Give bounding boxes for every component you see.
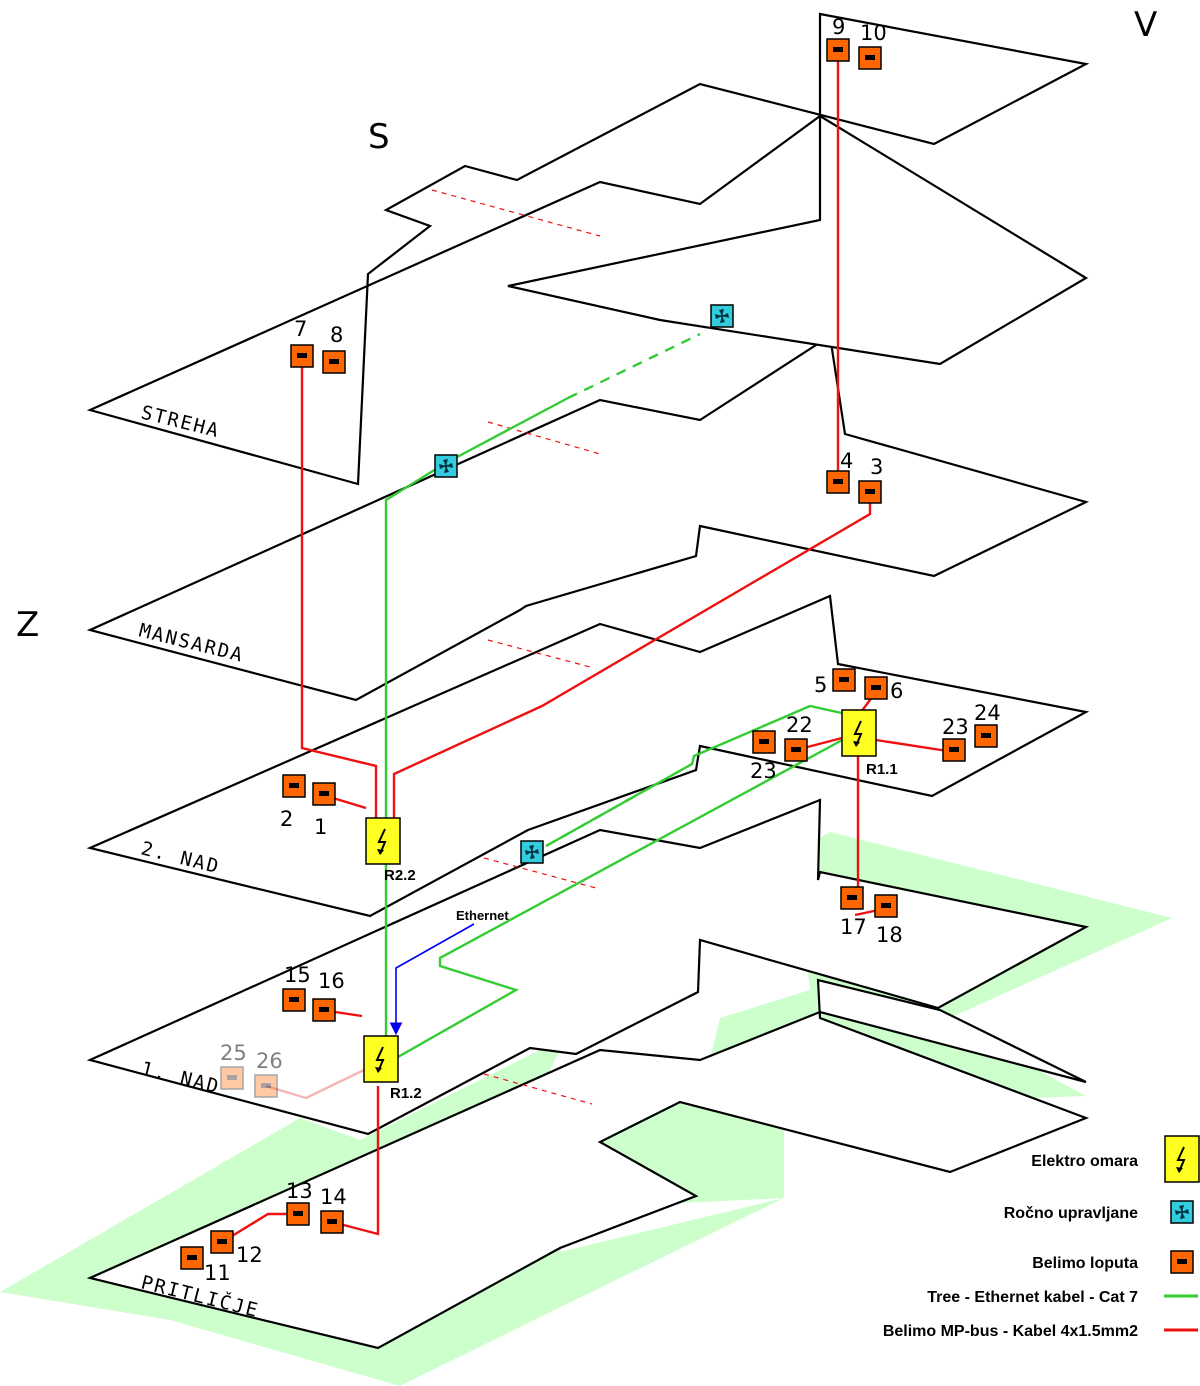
damper-10-icon: [858, 46, 882, 70]
damper-number: 4: [840, 449, 853, 473]
damper-2-icon: [282, 774, 306, 798]
damper-25-icon: [220, 1066, 244, 1090]
damper-number: 25: [220, 1041, 247, 1065]
legend-label-cabinet: Elektro omara: [1031, 1153, 1138, 1170]
ethernet-label: Ethernet: [456, 908, 509, 923]
cabinet-r22-lightning-icon: [365, 817, 401, 865]
fan-markers: [434, 304, 734, 864]
cabinet-label: R1.2: [390, 1085, 422, 1102]
cabinet-label: R1.1: [866, 761, 898, 778]
damper-1-icon: [312, 782, 336, 806]
damper-number: 22: [786, 713, 813, 737]
fan-icon: [520, 840, 544, 864]
damper-8-icon: [322, 350, 346, 374]
damper-18-icon: [874, 894, 898, 918]
damper-22-icon: [784, 738, 808, 762]
compass-north: S: [368, 117, 390, 157]
cabinet-label: R2.2: [384, 867, 416, 884]
fan-icon: [434, 454, 458, 478]
damper-number: 18: [876, 923, 903, 947]
damper-number: 12: [236, 1243, 263, 1267]
damper-15-icon: [282, 988, 306, 1012]
compass-east: V: [1134, 5, 1157, 45]
damper-11-icon: [180, 1246, 204, 1270]
damper-number: 23: [942, 715, 969, 739]
damper-24-icon: [974, 724, 998, 748]
damper-23-icon: [752, 730, 776, 754]
damper-number: 14: [320, 1185, 347, 1209]
damper-number: 7: [294, 317, 307, 341]
damper-4-icon: [826, 470, 850, 494]
damper-number: 3: [870, 455, 883, 479]
legend-label-mpbus: Belimo MP-bus - Kabel 4x1.5mm2: [883, 1323, 1138, 1340]
damper-3-icon: [858, 480, 882, 504]
legend-lightning-icon: [1164, 1135, 1200, 1183]
damper-number: 5: [814, 673, 827, 697]
cabinet-markers: R2.2R1.2 R1.1: [363, 709, 898, 1102]
damper-number: 23: [750, 759, 777, 783]
damper-17-icon: [840, 886, 864, 910]
damper-14-icon: [320, 1210, 344, 1234]
damper-number: 2: [280, 807, 293, 831]
damper-number: 17: [840, 915, 867, 939]
compass-west: Z: [16, 605, 39, 645]
damper-number: 26: [256, 1049, 283, 1073]
legend-label-damper: Belimo loputa: [1032, 1255, 1138, 1272]
damper-number: 16: [318, 969, 345, 993]
damper-9-icon: [826, 38, 850, 62]
fan-icon: [710, 304, 734, 328]
damper-number: 6: [890, 679, 903, 703]
damper-13-icon: [286, 1202, 310, 1226]
damper-number: 13: [286, 1179, 313, 1203]
mpbus-faded-line: [265, 1068, 365, 1100]
legend-damper-icon: [1170, 1250, 1194, 1274]
damper-6-icon: [864, 676, 888, 700]
damper-5-icon: [832, 668, 856, 692]
ethernet-arrow: [389, 923, 475, 1036]
cabinet-r11-lightning-icon: [841, 709, 877, 757]
damper-number: 24: [974, 701, 1001, 725]
damper-number: 8: [330, 323, 343, 347]
damper-number: 15: [284, 963, 311, 987]
floor-alignment-dashes: [431, 189, 601, 1105]
ethernet-annotation: Ethernet: [389, 908, 509, 1036]
damper-26-icon: [254, 1074, 278, 1098]
damper-number: 11: [204, 1261, 231, 1285]
floor-pritlicje: [86, 978, 1090, 1350]
legend-label-ethernet: Tree - Ethernet kabel - Cat 7: [927, 1289, 1138, 1306]
damper-number: 9: [832, 15, 845, 39]
floor-nad1: [86, 798, 1090, 1136]
ethernet-cable-lines: [381, 332, 847, 1068]
cabinet-r12-lightning-icon: [363, 1035, 399, 1083]
damper-number: 1: [314, 815, 327, 839]
legend-label-fan: Ročno upravljane: [1004, 1205, 1138, 1222]
damper-16-icon: [312, 998, 336, 1022]
damper-12-icon: [210, 1230, 234, 1254]
damper-23-icon: [942, 738, 966, 762]
legend-fan-icon: [1170, 1200, 1194, 1224]
damper-7-icon: [290, 344, 314, 368]
damper-number: 10: [860, 21, 887, 45]
